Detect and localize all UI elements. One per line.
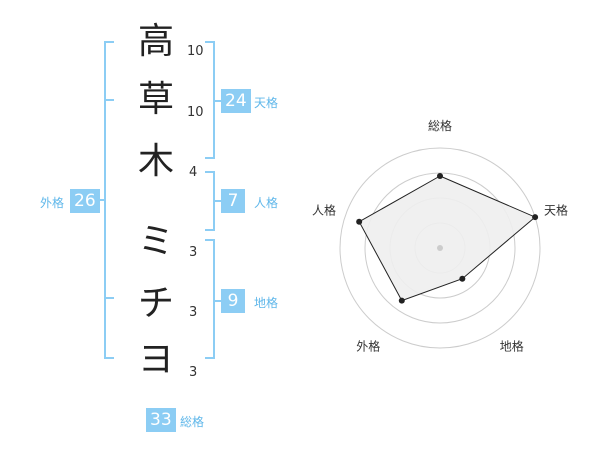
radar-axis-label-5: 人格 [312,202,336,217]
chikaku-label: 地格 [254,296,279,310]
soukaku-label: 総格 [180,415,205,429]
jinkaku-label: 人格 [254,196,279,210]
stroke-count-2: 10 [187,105,204,120]
radar-point-3 [459,275,466,282]
jinkaku-score-badge: 7 [221,189,245,213]
radar-point-1 [437,173,443,179]
tenkaku-score-badge: 24 [221,89,251,113]
gaikaku-label: 外格 [40,196,65,210]
stroke-count-5: 3 [189,305,198,320]
chikaku-score-badge: 9 [221,289,245,313]
radar-center-dot [437,245,443,251]
stroke-count-3: 4 [189,165,198,180]
stroke-count-6: 3 [189,365,198,380]
radar-axis-label-3: 地格 [500,339,524,354]
gaikaku-bracket [104,41,114,359]
name-character-5: チ [137,283,174,324]
name-character-4: ミ [137,221,174,262]
tenkaku-label: 天格 [254,96,279,110]
radar-points [356,173,539,304]
stroke-count-4: 3 [189,245,198,260]
radar-area [358,175,537,302]
jinkaku-bracket [205,171,215,231]
radar-point-4 [398,297,405,304]
radar-point-2 [532,214,539,221]
radar-ring-4 [339,147,541,349]
radar-axis-label-2: 天格 [544,202,568,217]
name-character-3: 木 [137,141,174,182]
tenkaku-bracket [205,41,215,159]
soukaku-score-badge: 33 [146,408,176,432]
name-character-6: ヨ [137,339,174,380]
stroke-count-1: 10 [187,44,204,59]
radar-axis-label-4: 外格 [356,339,380,354]
gaikaku-score-badge: 26 [70,189,100,213]
name-character-2: 草 [137,79,174,120]
chikaku-bracket [205,239,215,359]
name-character-1: 高 [137,21,174,62]
radar-point-5 [356,218,363,225]
radar-axis-label-1: 総格 [428,118,452,133]
